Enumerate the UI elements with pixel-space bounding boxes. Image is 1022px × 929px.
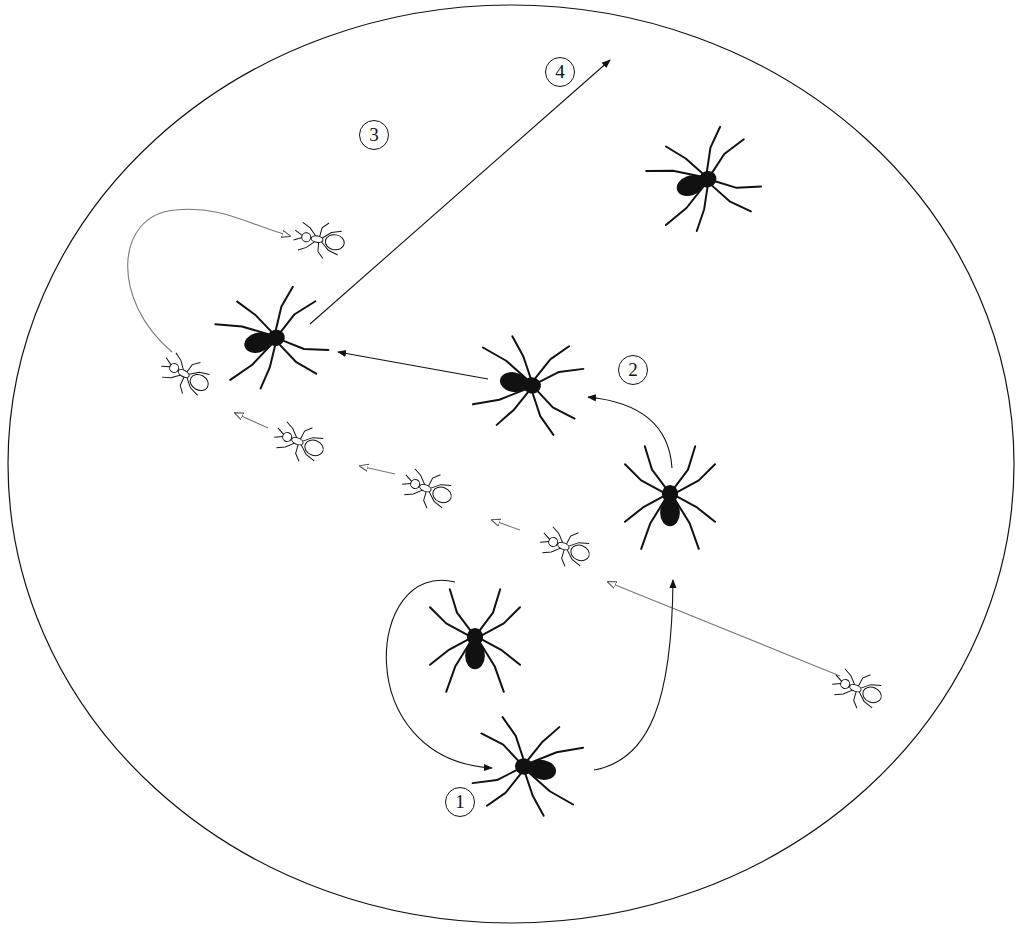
spider-path: [310, 60, 673, 770]
spider: [469, 714, 586, 820]
spider: [211, 282, 333, 395]
ant: [397, 463, 457, 515]
ant: [535, 521, 595, 573]
spider: [641, 121, 768, 241]
spider: [625, 446, 715, 549]
spider: [430, 589, 520, 692]
ant: [155, 346, 217, 402]
ant: [269, 416, 329, 468]
callout-number: 3: [359, 120, 389, 150]
ant: [827, 663, 887, 715]
ant-path: [128, 209, 840, 676]
callout-number: 4: [545, 57, 575, 87]
spider: [470, 332, 587, 438]
arena-outline: [8, 5, 1014, 923]
callout-number: 2: [618, 355, 648, 385]
callout-number: 1: [445, 787, 475, 817]
ant: [291, 217, 347, 261]
